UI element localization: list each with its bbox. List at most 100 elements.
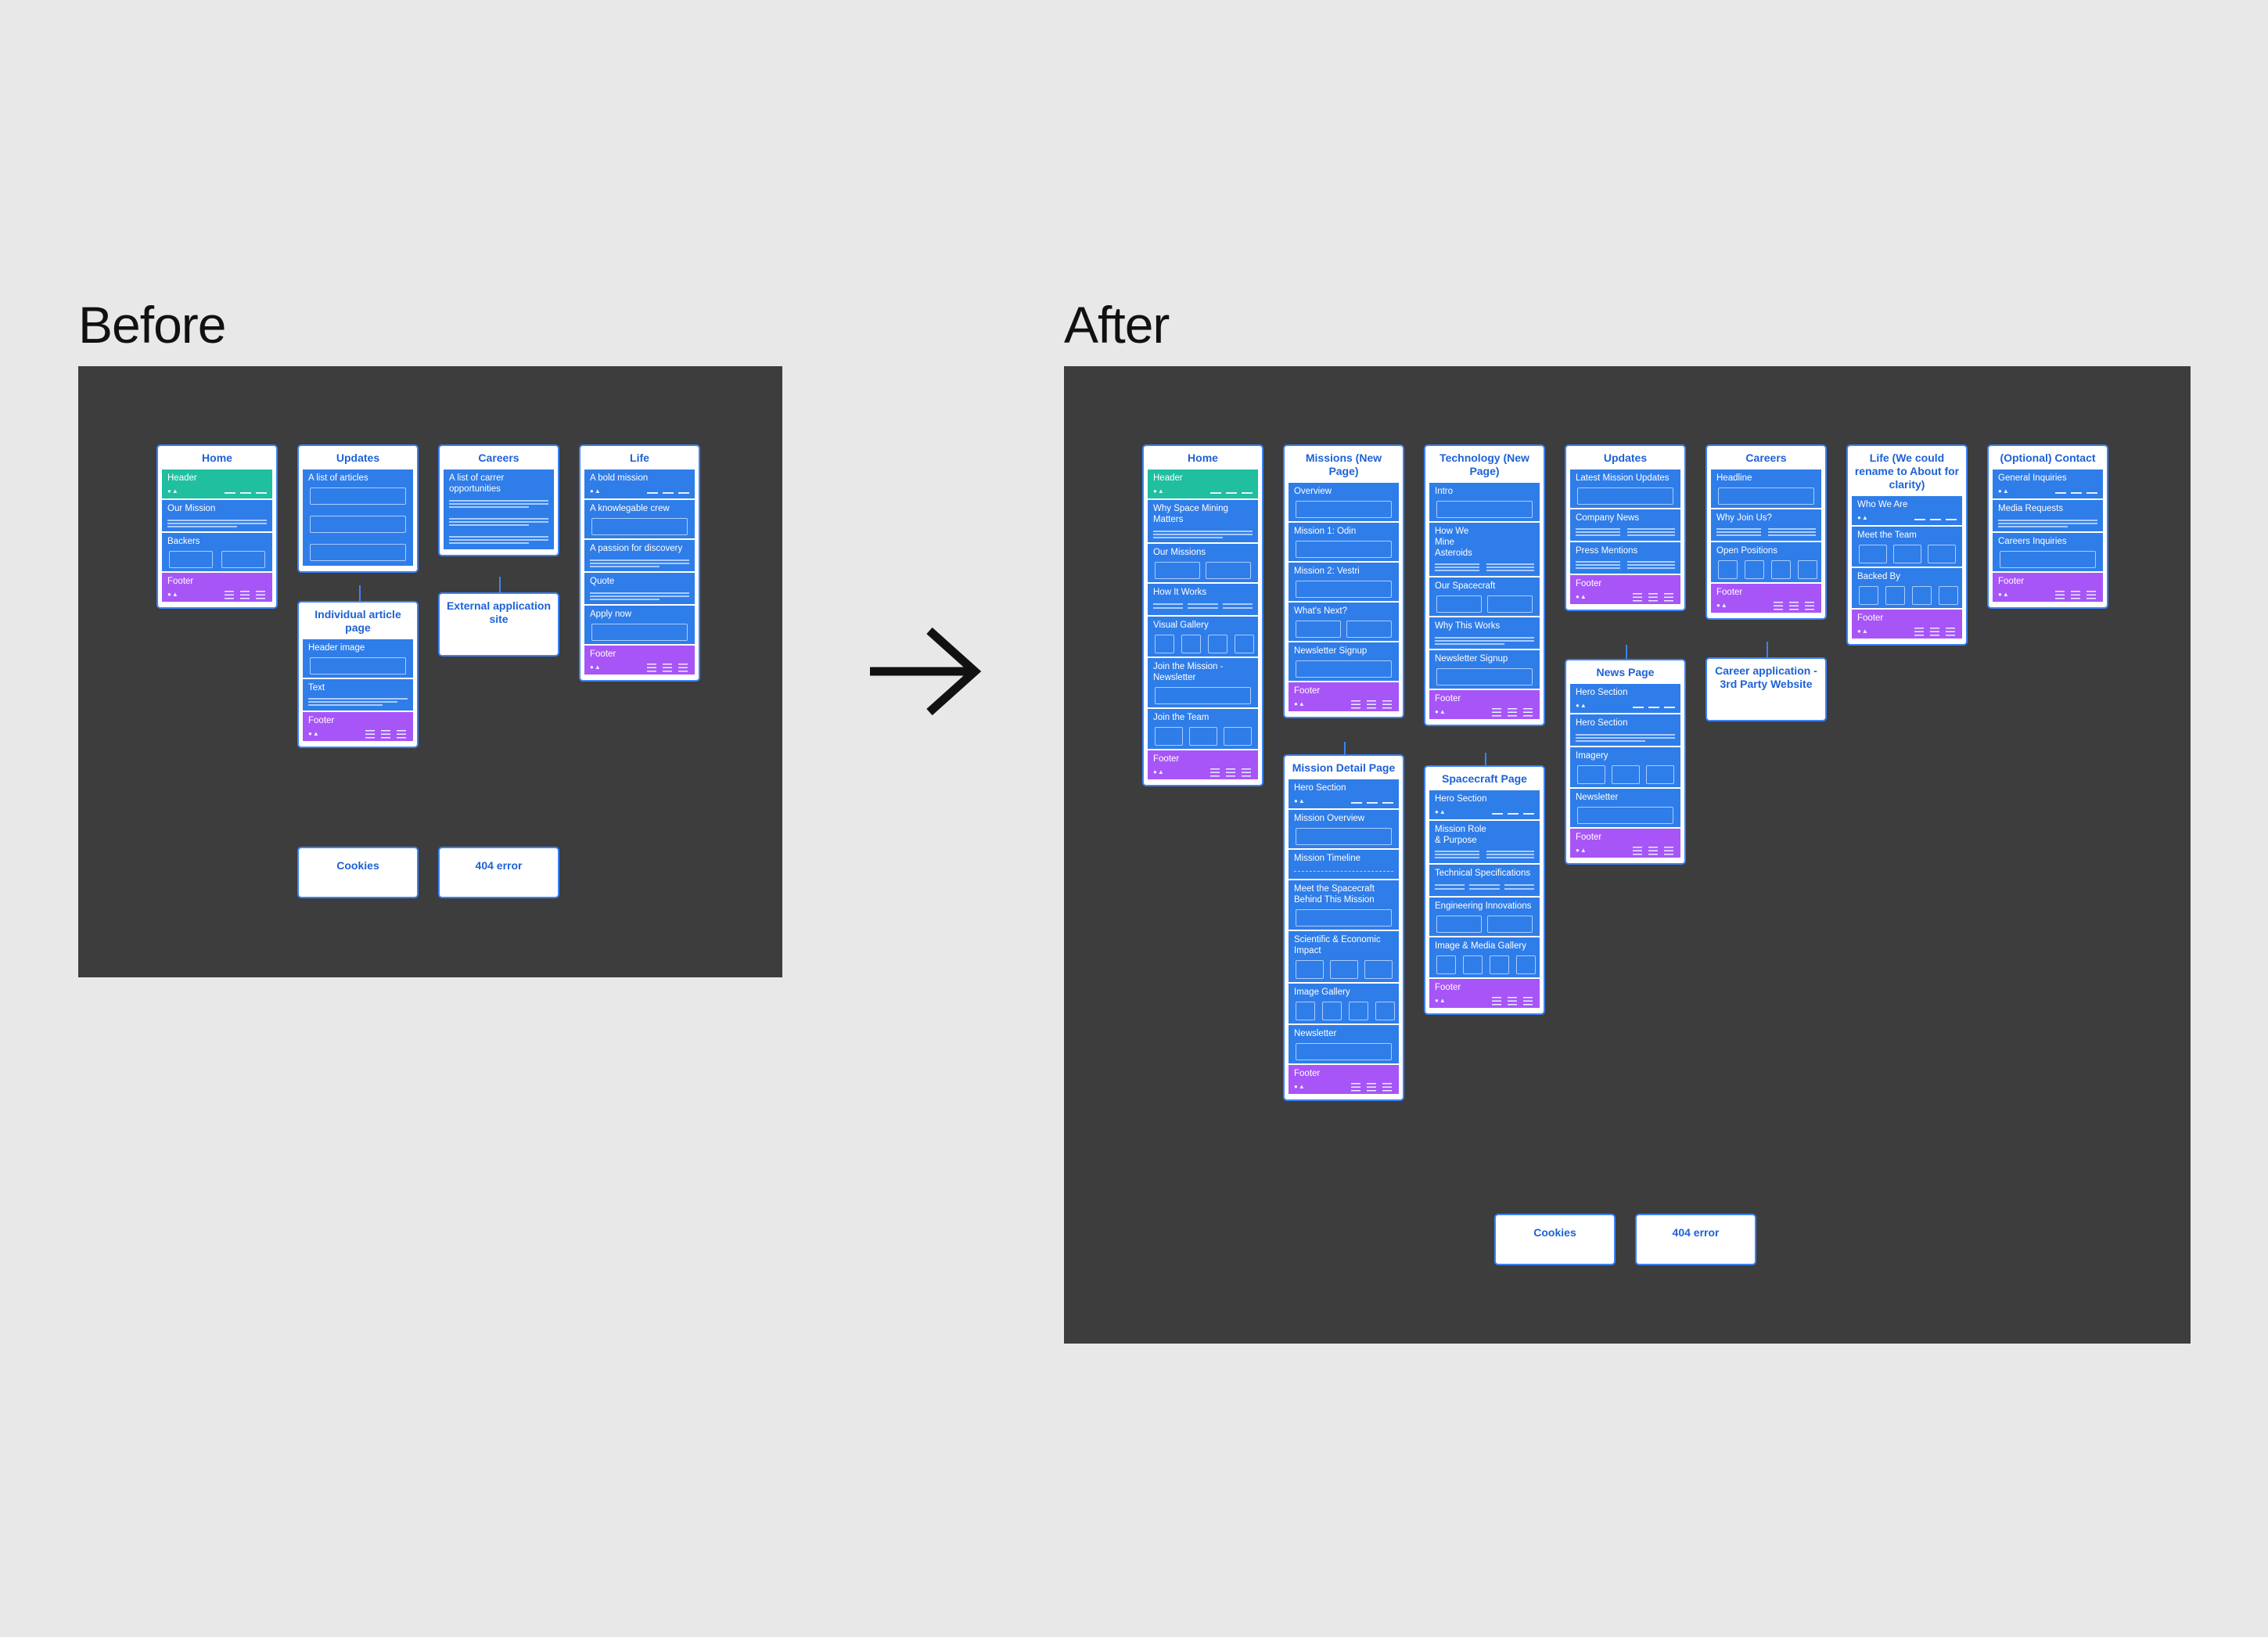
card-title: Cookies — [336, 859, 379, 872]
header-section: Header ●▲ — [1148, 470, 1258, 498]
section-label: A bold mission — [590, 473, 649, 483]
imagery-section: Imagery — [1570, 747, 1680, 787]
mission-timeline-section: Mission Timeline — [1289, 850, 1399, 879]
section-label: Who We Are — [1857, 500, 1908, 509]
section-label: Header image — [308, 643, 365, 653]
card-title: 404 error — [1672, 1226, 1720, 1239]
after-cookies-card[interactable]: Cookies — [1494, 1214, 1616, 1265]
after-careers-card[interactable]: Careers Headline Why Join Us? Open Posit… — [1705, 444, 1827, 620]
before-home-card[interactable]: Home Header ●▲ Our Mission Backers Foote… — [156, 444, 278, 609]
section-label: Footer — [590, 649, 616, 659]
section-label: Apply now — [590, 610, 632, 619]
hero-section: Hero Section ●▲ — [1570, 684, 1680, 713]
company-news-section: Company News — [1570, 509, 1680, 541]
section-label: Header — [1153, 473, 1183, 483]
why-works-section: Why This Works — [1429, 617, 1540, 649]
footer-section: Footer ●▲ — [1570, 575, 1680, 604]
connector-technology-spacecraft — [1485, 753, 1486, 765]
section-label: Hero Section — [1294, 783, 1346, 793]
section-label: A knowlegable crew — [590, 504, 670, 513]
section-label: A list of carrer opportunities — [449, 473, 505, 494]
after-updates-card[interactable]: Updates Latest Mission Updates Company N… — [1565, 444, 1686, 611]
section-label: Latest Mission Updates — [1576, 473, 1670, 483]
section-label: Newsletter — [1576, 793, 1619, 802]
section-label: Overview — [1294, 487, 1332, 496]
section-label: Footer — [1716, 588, 1743, 597]
before-title: Before — [78, 296, 226, 354]
before-life-card[interactable]: Life A bold mission ●▲ A knowlegable cre… — [579, 444, 700, 682]
section-label: Our Mission — [167, 504, 216, 513]
footer-section: Footer ●▲ — [1429, 979, 1540, 1008]
after-mission-detail-card[interactable]: Mission Detail Page Hero Section ●▲ Miss… — [1283, 754, 1404, 1101]
section-label: Footer — [1998, 577, 2025, 586]
section-label: Scientific & Economic Impact — [1294, 935, 1381, 955]
mission-2-section: Mission 2: Vestri — [1289, 563, 1399, 601]
section-label: Why This Works — [1435, 621, 1501, 631]
section-label: General Inquiries — [1998, 473, 2067, 483]
card-title: Life (We could rename to About for clari… — [1854, 452, 1960, 491]
section-label: Our Missions — [1153, 548, 1206, 557]
before-cookies-card[interactable]: Cookies — [297, 847, 419, 898]
after-404-card[interactable]: 404 error — [1635, 1214, 1756, 1265]
section-label: Footer — [1435, 983, 1461, 992]
card-title: Cookies — [1533, 1226, 1576, 1239]
section-label: Why Join Us? — [1716, 513, 1772, 523]
section-label: Text — [308, 683, 325, 693]
section-label: Press Mentions — [1576, 546, 1638, 556]
how-it-works-section: How It Works — [1148, 584, 1258, 615]
card-title: News Page — [1596, 666, 1655, 678]
footer-section: Footer ●▲ — [1429, 690, 1540, 719]
section-label: Hero Section — [1576, 718, 1628, 728]
after-technology-card[interactable]: Technology (New Page) Intro How We Mine … — [1424, 444, 1545, 726]
quote-section: Quote — [584, 573, 695, 604]
our-spacecraft-section: Our Spacecraft — [1429, 577, 1540, 616]
before-article-card[interactable]: Individual article page Header image Tex… — [297, 601, 419, 748]
before-careers-card[interactable]: Careers A list of carrer opportunities — [438, 444, 559, 556]
card-title: (Optional) Contact — [2000, 452, 2096, 464]
section-label: Imagery — [1576, 751, 1608, 761]
section-label: Image & Media Gallery — [1435, 941, 1526, 951]
meet-spacecraft-section: Meet the Spacecraft Behind This Mission — [1289, 880, 1399, 930]
card-title: Mission Detail Page — [1292, 761, 1396, 774]
join-team-section: Join the Team — [1148, 709, 1258, 749]
card-title: Careers — [478, 452, 519, 464]
header-image-section: Header image — [303, 639, 413, 678]
after-news-card[interactable]: News Page Hero Section ●▲ Hero Section I… — [1565, 659, 1686, 865]
after-life-card[interactable]: Life (We could rename to About for clari… — [1846, 444, 1968, 646]
section-label: Newsletter Signup — [1294, 646, 1368, 656]
section-label: Technical Specifications — [1435, 869, 1531, 878]
after-career-app-card[interactable]: Career application - 3rd Party Website — [1705, 657, 1827, 721]
section-label: What's Next? — [1294, 606, 1348, 616]
hero-section: Hero Section ●▲ — [1429, 790, 1540, 819]
section-label: Company News — [1576, 513, 1640, 523]
section-label: Newsletter Signup — [1435, 654, 1508, 664]
connector-updates-news — [1626, 645, 1627, 659]
section-label: Intro — [1435, 487, 1454, 496]
after-spacecraft-card[interactable]: Spacecraft Page Hero Section ●▲ Mission … — [1424, 765, 1545, 1015]
newsletter-section: Newsletter — [1570, 789, 1680, 827]
section-label: Footer — [1576, 579, 1602, 588]
footer-section: Footer ●▲ — [1148, 750, 1258, 779]
image-gallery-section: Image Gallery — [1289, 984, 1399, 1024]
footer-section: Footer ●▲ — [1852, 610, 1962, 639]
before-external-card[interactable]: External application site — [438, 592, 559, 657]
section-label: Footer — [1857, 613, 1884, 623]
after-title: After — [1064, 296, 1170, 354]
social-icons: ●▲ — [167, 488, 179, 495]
our-missions-section: Our Missions — [1148, 544, 1258, 582]
before-404-card[interactable]: 404 error — [438, 847, 559, 898]
after-home-card[interactable]: Home Header ●▲ Why Space Mining Matters … — [1142, 444, 1263, 786]
before-updates-card[interactable]: Updates A list of articles — [297, 444, 419, 573]
articles-list-section: A list of articles — [303, 470, 413, 566]
after-missions-card[interactable]: Missions (New Page) Overview Mission 1: … — [1283, 444, 1404, 718]
section-label: Backers — [167, 537, 200, 546]
why-mining-section: Why Space Mining Matters — [1148, 500, 1258, 542]
after-contact-card[interactable]: (Optional) Contact General Inquiries ●▲ … — [1987, 444, 2108, 609]
section-label: Quote — [590, 577, 615, 586]
footer-section: Footer ●▲ — [1289, 1065, 1399, 1094]
intro-section: Intro — [1429, 483, 1540, 521]
section-label: Header — [167, 473, 197, 483]
careers-inquiries-section: Careers Inquiries — [1993, 533, 2103, 571]
careers-list-section: A list of carrer opportunities — [444, 470, 554, 549]
section-label: Mission 2: Vestri — [1294, 567, 1360, 576]
